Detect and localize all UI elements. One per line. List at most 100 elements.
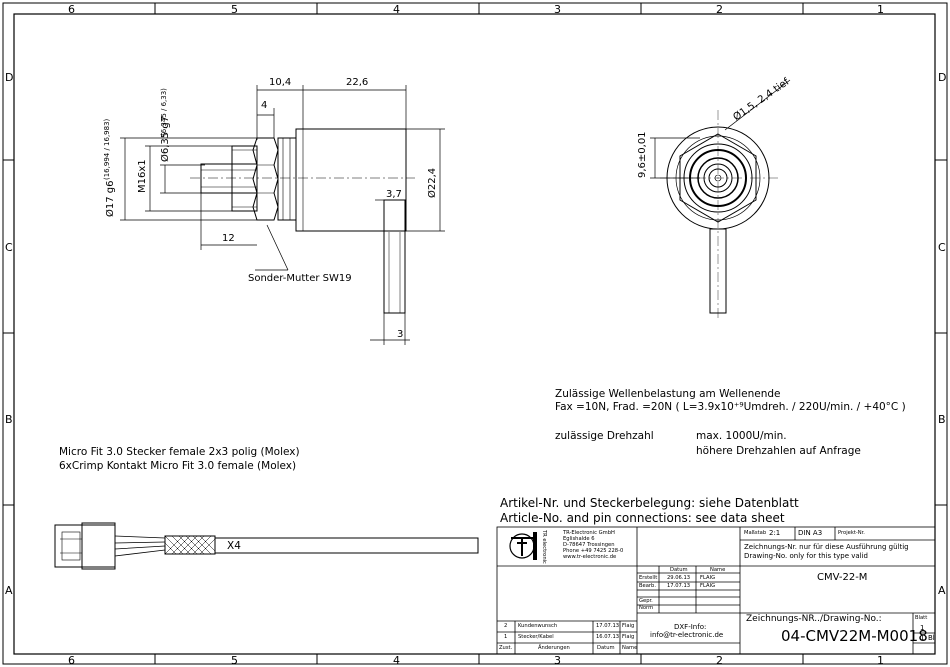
company-line-2: Eglishalde 6 xyxy=(563,536,595,542)
row-label-a-left: A xyxy=(5,584,13,597)
rev2-date: 17.07.13 xyxy=(596,623,620,629)
col-name: Name xyxy=(710,567,726,573)
company-line-4: Phone +49 7425 228-0 xyxy=(563,548,624,554)
rev1-name: Flaig xyxy=(622,634,635,640)
company-line-1: TR-Electronic GmbH xyxy=(563,530,615,536)
cable-label: X4 xyxy=(227,540,241,552)
sheet-total: 1 xyxy=(920,634,925,642)
col-label-5-bottom: 5 xyxy=(231,654,238,667)
cable xyxy=(383,199,406,314)
rev1-date: 16.07.13 xyxy=(596,634,620,640)
connector-line-2: 6xCrimp Kontakt Micro Fit 3.0 female (Mo… xyxy=(59,460,297,472)
rev2-name: Flaig xyxy=(622,623,635,629)
drawing-no-label: Zeichnungs-NR../Drawing-No.: xyxy=(746,614,882,624)
scale-value: 2:1 xyxy=(769,529,781,537)
title-block xyxy=(496,526,936,655)
drawing-no: 04-CMV22M-M0018 xyxy=(781,627,928,645)
dim-22-6: 22,6 xyxy=(346,77,369,88)
front-dimensions xyxy=(650,79,791,179)
side-view xyxy=(190,128,415,314)
dxf-info: DXF-Info: xyxy=(674,623,707,631)
load-values: Fax =10N, Frad. =20N ( L=3.9x10⁺⁹Umdreh.… xyxy=(555,401,906,413)
zust-label: Zust. xyxy=(499,645,513,651)
row-label-b-left: B xyxy=(5,413,13,426)
row-label-d-left: D xyxy=(5,71,14,84)
dim-3-7: 3,7 xyxy=(386,189,402,200)
col-label-2-top: 2 xyxy=(716,3,723,16)
load-title: Zulässige Wellenbelastung am Wellenende xyxy=(555,388,781,400)
col-label-3-top: 3 xyxy=(554,3,561,16)
erstellt-name: FLAIG xyxy=(700,575,716,581)
type-name: CMV-22-M xyxy=(817,572,868,583)
speed-note: höhere Drehzahlen auf Anfrage xyxy=(696,445,861,457)
erstellt-date: 29.06.13 xyxy=(667,575,691,581)
drawing-border xyxy=(13,13,936,655)
logo-text: TR electronic xyxy=(541,530,547,564)
company-line-3: D-78647 Trossingen xyxy=(563,542,615,548)
connector-line-1: Micro Fit 3.0 Stecker female 2x3 polig (… xyxy=(59,446,300,458)
col-label-4-top: 4 xyxy=(393,3,400,16)
sheet-label: Blatt xyxy=(915,615,928,621)
bearb-name: FLAIG xyxy=(700,583,716,589)
thread xyxy=(231,145,258,212)
speed-label: zulässige Drehzahl xyxy=(555,430,654,442)
sheet-no: 1 xyxy=(920,624,925,632)
col-label-2-bottom: 2 xyxy=(716,654,723,667)
rev1-no: 1 xyxy=(504,634,508,640)
col-label-1-bottom: 1 xyxy=(877,654,884,667)
rev1-text: Stecker/Kabel xyxy=(518,634,554,640)
datum-label: Datum xyxy=(597,645,615,651)
col-label-5-top: 5 xyxy=(231,3,238,16)
dim-4: 4 xyxy=(261,100,268,111)
norm-label: Norm xyxy=(639,605,654,611)
company-logo xyxy=(509,532,537,560)
dim-6-35-tolerance: (6,345 / 6,33) xyxy=(160,88,168,136)
side-dimensions xyxy=(120,85,445,345)
name-label: Name xyxy=(622,645,638,651)
wires xyxy=(114,535,166,557)
row-label-d-right: D xyxy=(938,71,947,84)
nut-label: Sonder-Mutter SW19 xyxy=(248,273,352,284)
gepr-label: Gepr. xyxy=(639,598,653,604)
braid xyxy=(164,535,216,555)
nut xyxy=(252,137,279,221)
flange xyxy=(277,137,297,221)
rev2-no: 2 xyxy=(504,623,508,629)
article-note-de: Artikel-Nr. und Steckerbelegung: siehe D… xyxy=(500,496,799,510)
col-label-6-top: 6 xyxy=(68,3,75,16)
front-view xyxy=(660,110,778,320)
erstellt-label: Erstellt xyxy=(639,575,658,581)
dim-12: 12 xyxy=(222,233,235,244)
dim-3: 3 xyxy=(397,329,404,340)
dim-m16: M16x1 xyxy=(137,159,148,193)
rev2-text: Kundenwunsch xyxy=(518,623,558,629)
shaft xyxy=(200,163,258,194)
sleeve xyxy=(214,537,479,554)
bearb-label: Bearb. xyxy=(639,583,657,589)
drawing-note-de: Zeichnungs-Nr. nur für diese Ausführung … xyxy=(744,543,909,551)
row-label-a-right: A xyxy=(938,584,946,597)
dim-22-4: Ø22,4 xyxy=(427,167,438,198)
sheet-total-suffix: Bl xyxy=(928,634,935,642)
aend-label: Änderungen xyxy=(538,645,570,651)
col-datum: Datum xyxy=(670,567,688,573)
speed-value: max. 1000U/min. xyxy=(696,430,787,442)
connector-view xyxy=(54,522,479,570)
format-value: DIN A3 xyxy=(798,529,823,537)
body xyxy=(295,128,407,232)
bearb-date: 17.07.13 xyxy=(667,583,691,589)
col-label-6-bottom: 6 xyxy=(68,654,75,667)
scale-label: Maßstab xyxy=(744,530,767,536)
zone-ticks xyxy=(3,3,947,664)
dim-17: Ø17 g6 xyxy=(105,180,116,217)
email: info@tr-electronic.de xyxy=(650,631,724,639)
dim-10-4: 10,4 xyxy=(269,77,292,88)
company-line-5: www.tr-electronic.de xyxy=(563,554,617,560)
dim-17-tolerance: (16,994 / 16,983) xyxy=(103,118,111,180)
row-label-c-left: C xyxy=(5,241,13,254)
connector xyxy=(54,524,116,568)
row-label-c-right: C xyxy=(938,241,946,254)
dim-9-6: 9,6±0,01 xyxy=(637,131,648,178)
